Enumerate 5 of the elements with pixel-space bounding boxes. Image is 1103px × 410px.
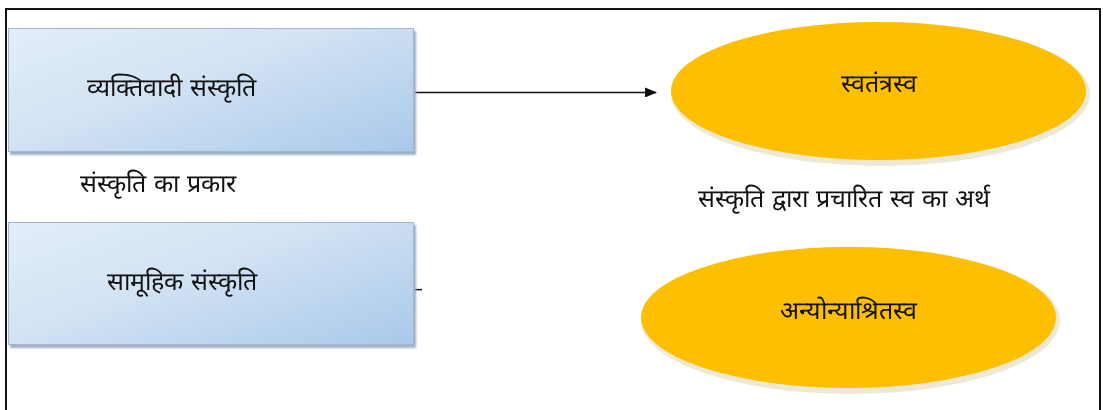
- caption-text: संस्कृति का प्रकार: [80, 168, 236, 199]
- arrow: [413, 87, 658, 98]
- process-box: व्यक्तिवादी संस्कृति: [8, 28, 414, 152]
- process-box: सामूहिक संस्कृति: [8, 222, 414, 345]
- caption-text: संस्कृति द्वारा प्रचारित स्व का अर्थ: [698, 183, 990, 214]
